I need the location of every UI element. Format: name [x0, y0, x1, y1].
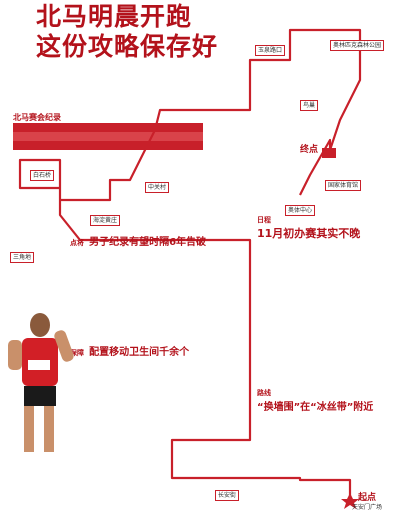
headline-line-2: 这份攻略保存好	[36, 32, 219, 61]
finish-label: 终点	[300, 145, 319, 155]
story-kicker: 日程	[257, 216, 271, 224]
story-kicker: 保障	[70, 349, 84, 357]
map-label: 鸟巢	[300, 100, 319, 111]
record-table-title: 北马赛会纪录	[13, 113, 61, 122]
story-title: 配置移动卫生间千余个	[89, 347, 190, 358]
story-kicker: 点将	[70, 239, 84, 247]
record-table	[13, 123, 203, 150]
map-label: 奥林匹克森林公园	[330, 40, 385, 51]
map-label: 奥体中心	[285, 205, 316, 216]
finish-flag-icon	[322, 148, 336, 158]
story-1: 点将 男子纪录有望时隔6年告破	[70, 230, 230, 249]
map-label: 国家体育馆	[325, 180, 362, 191]
map-label: 玉泉路口	[255, 45, 286, 56]
story-4: 路线 “换墙围”在“冰丝带”附近	[257, 388, 397, 413]
story-3: 日程 11月初办赛其实不晚	[257, 215, 397, 241]
headline-line-1: 北马明晨开跑	[36, 2, 193, 31]
story-body	[257, 415, 397, 485]
start-marker-icon	[341, 493, 359, 509]
map-label: 海淀黄庄	[90, 215, 121, 226]
start-label: 起点	[358, 493, 377, 503]
story-title: “换墙围”在“冰丝带”附近	[257, 402, 374, 413]
story-body	[120, 355, 250, 450]
table-row	[13, 123, 203, 132]
story-kicker: 路线	[257, 389, 271, 397]
story-2: 保障 配置移动卫生间千余个	[70, 340, 230, 359]
route-line	[18, 28, 362, 505]
map-label: 白石桥	[30, 170, 55, 181]
story-title: 11月初办赛其实不晚	[257, 227, 361, 240]
headline: 北马明晨开跑 这份攻略保存好	[36, 2, 218, 62]
story-body	[257, 245, 397, 355]
map-label: 中关村	[145, 182, 170, 193]
table-row	[13, 132, 203, 141]
athlete-photo	[8, 313, 74, 452]
story-title: 男子纪录有望时隔6年告破	[89, 237, 207, 248]
start-sub-label: 天安门广场	[352, 504, 383, 511]
map-label: 长安街	[215, 490, 240, 501]
table-row	[13, 141, 203, 150]
map-label: 三角地	[10, 252, 35, 263]
